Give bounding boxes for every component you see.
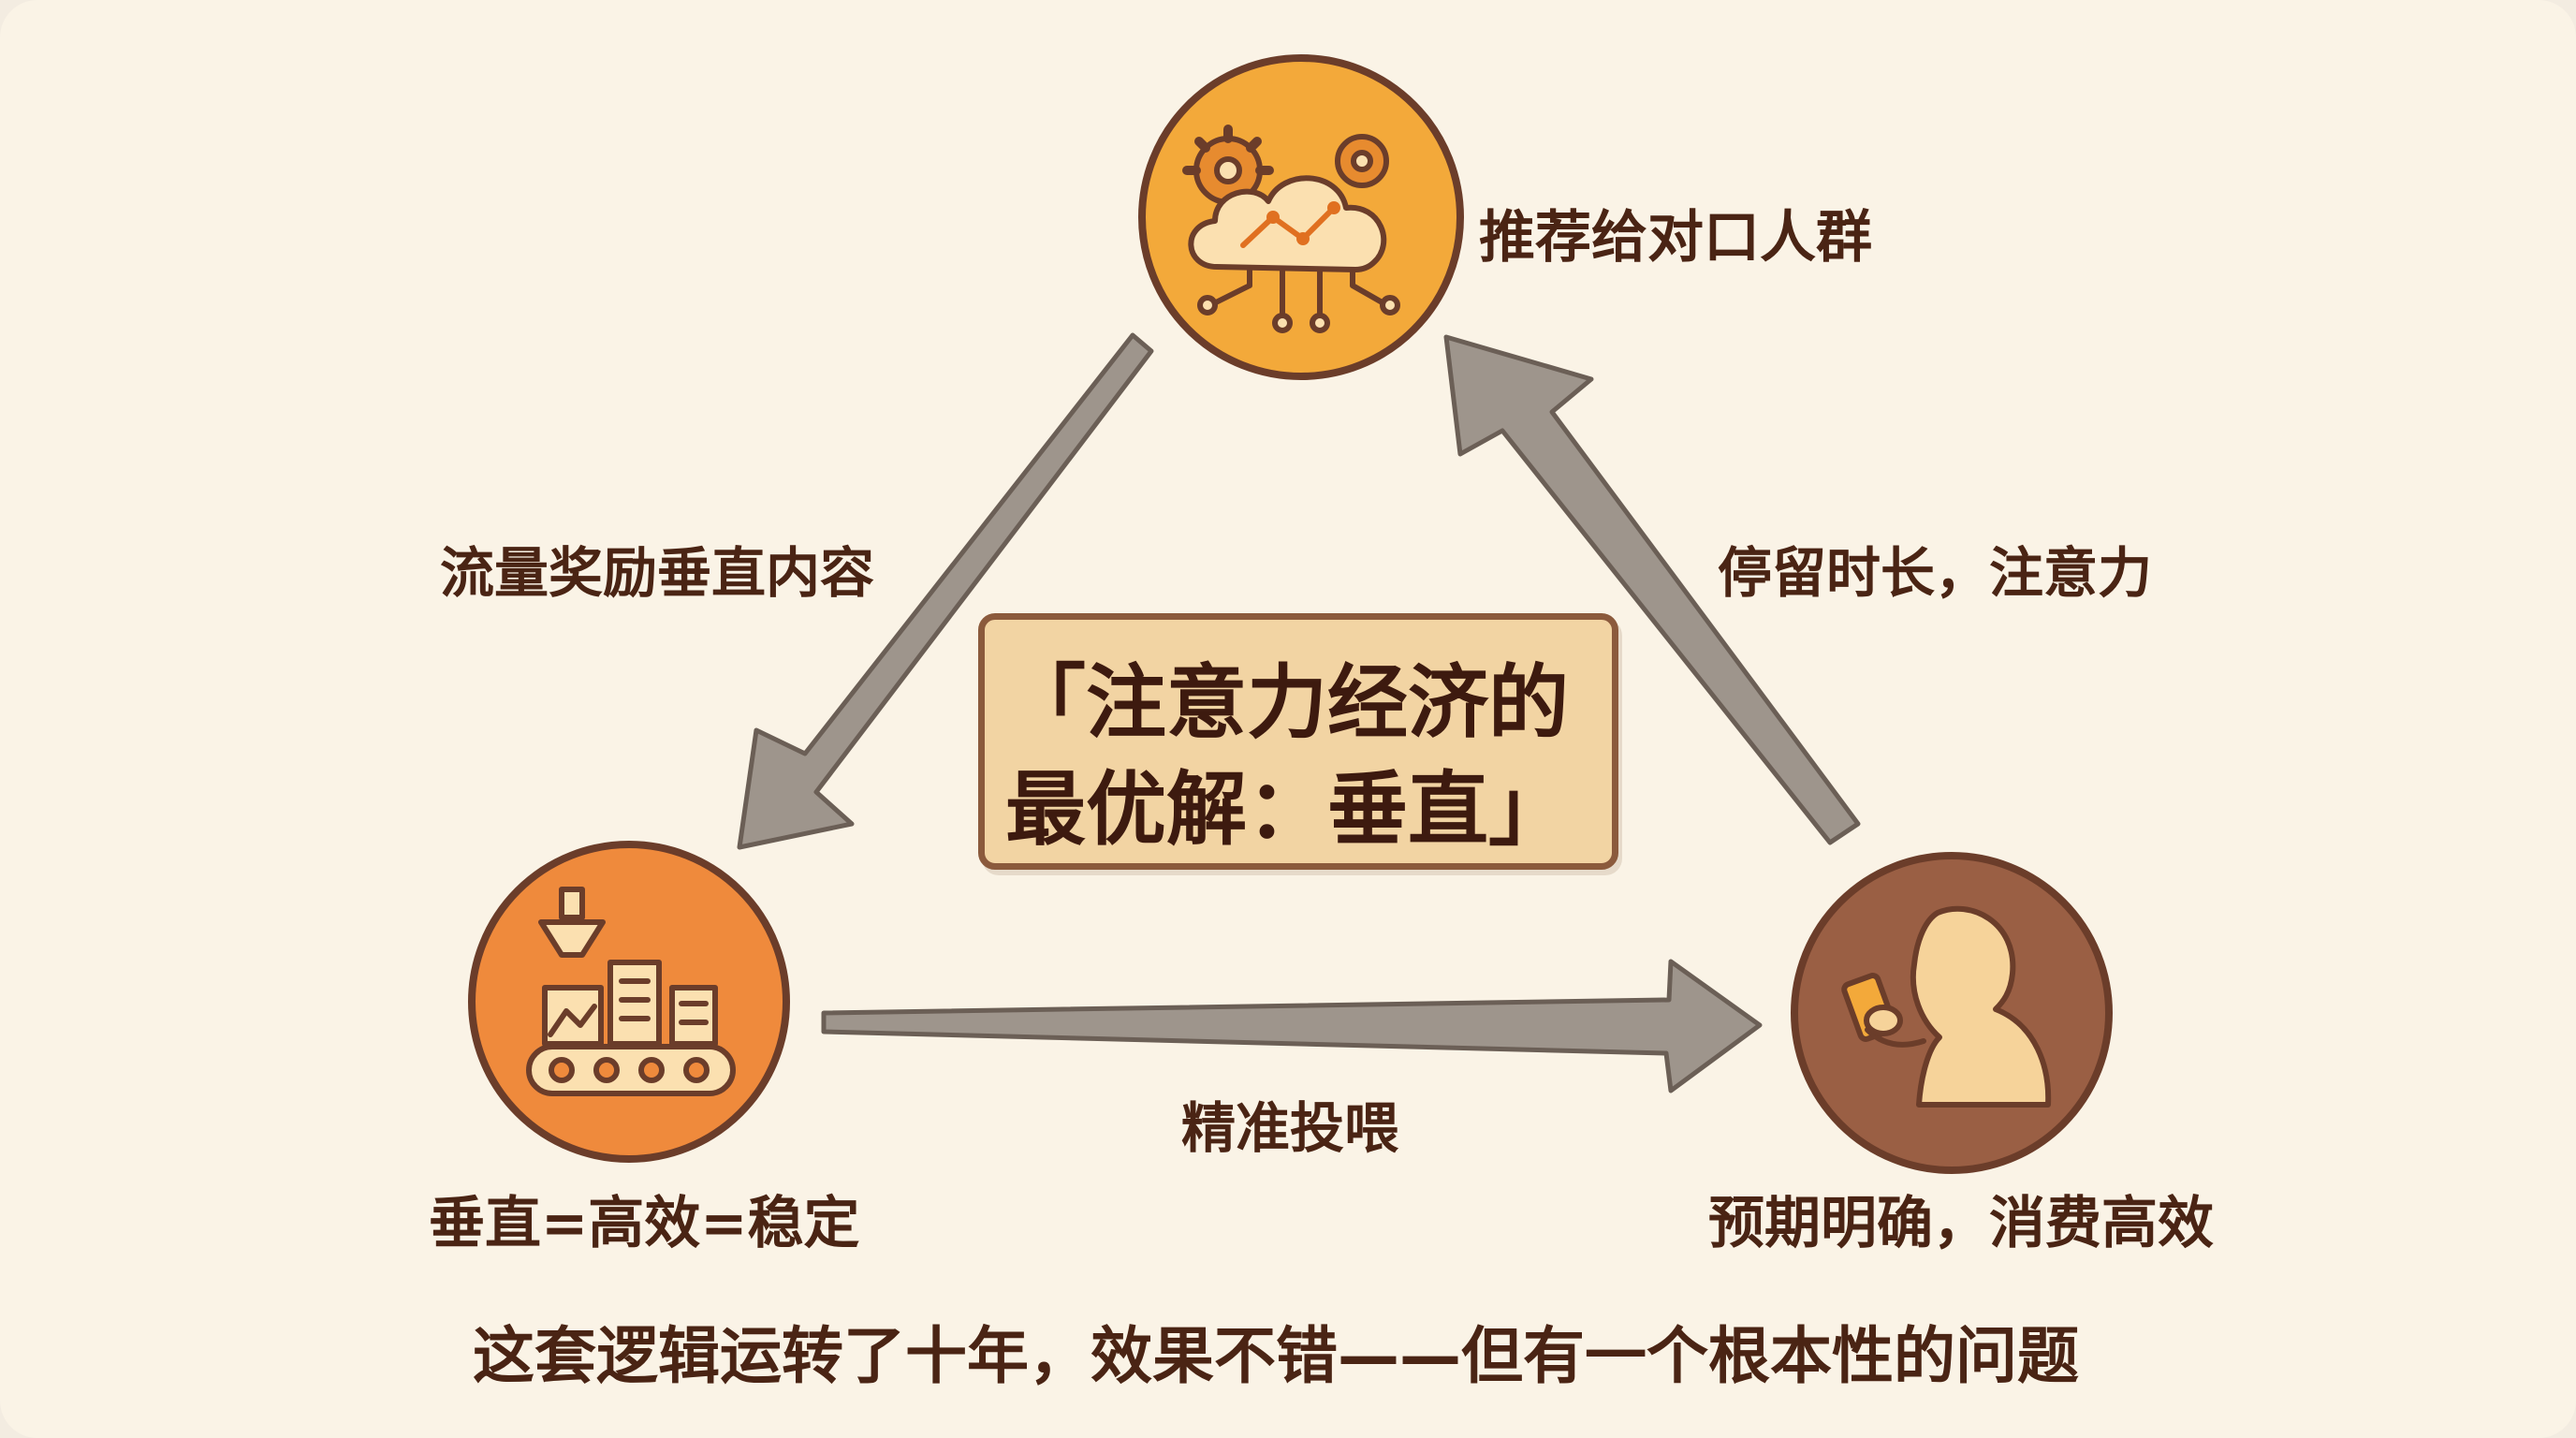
arrow-creator-to-user [821, 959, 1763, 1093]
person-phone-icon [1841, 905, 2052, 1108]
node-creator [468, 841, 790, 1163]
edge-label-user-to-algorithm: 停留时长，注意力 [1718, 541, 2153, 605]
center-title-line2: 最优解：垂直」 [1005, 763, 1569, 857]
arrow-user-to-algorithm [1443, 334, 1861, 845]
cloud-gears-icon [1182, 125, 1400, 333]
edge-label-creator-to-user: 精准投喂 [1181, 1096, 1399, 1160]
caption-creator: 垂直=高效=稳定 [429, 1191, 860, 1256]
center-thesis-box: 「注意力经济的 最优解：垂直」 [978, 613, 1618, 870]
footer-caption: 这套逻辑运转了十年，效果不错——但有一个根本性的问题 [473, 1320, 2079, 1392]
node-user [1791, 852, 2113, 1174]
node-algorithm [1138, 54, 1464, 380]
conveyor-production-icon [526, 887, 736, 1096]
caption-algorithm: 推荐给对口人群 [1479, 205, 1872, 271]
arrow-algorithm-to-creator [737, 332, 1154, 850]
center-title-line1: 「注意力经济的 [1005, 656, 1569, 750]
edge-label-algorithm-to-creator: 流量奖励垂直内容 [440, 541, 875, 605]
caption-user: 预期明确，消费高效 [1708, 1191, 2214, 1256]
